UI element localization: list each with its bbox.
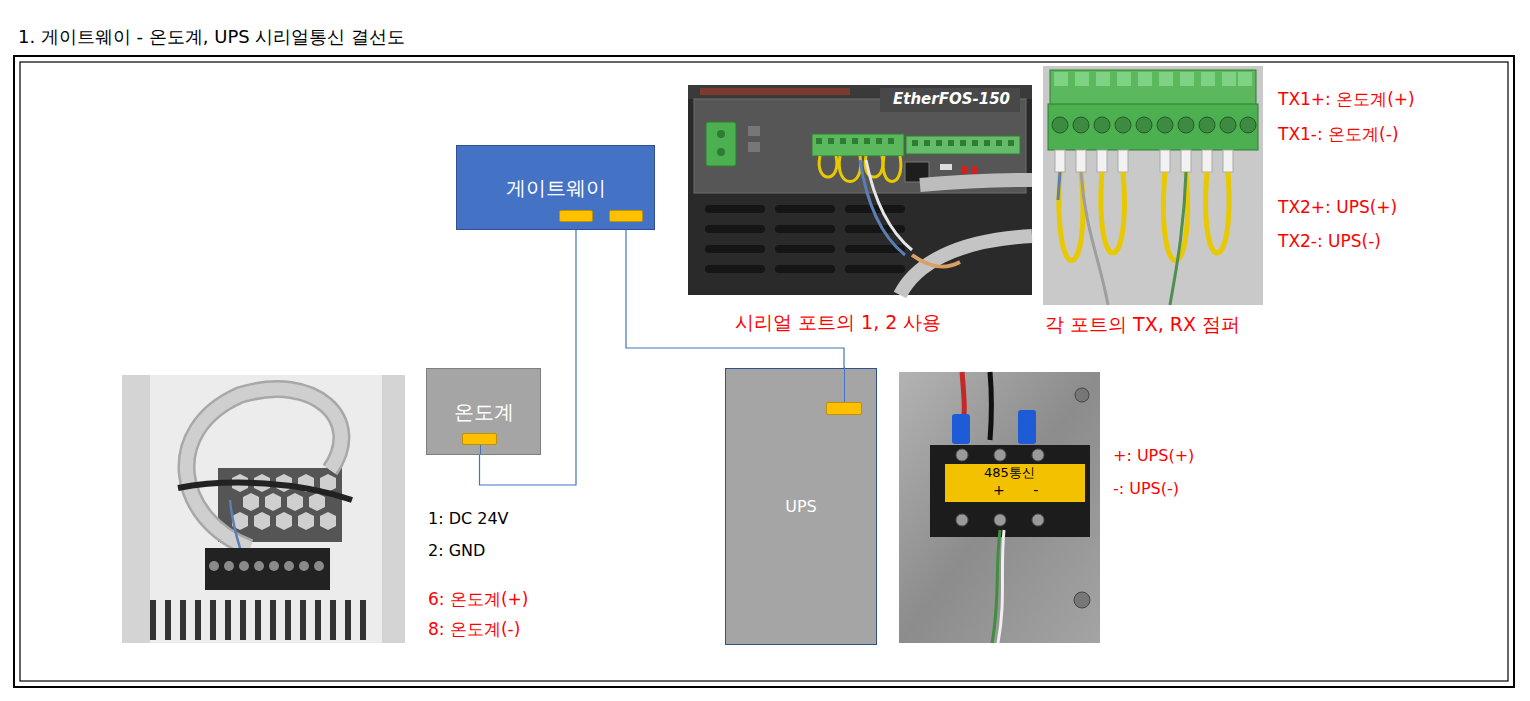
ups-terminal-photo xyxy=(899,372,1100,643)
serial-port xyxy=(609,210,643,222)
serial-port xyxy=(462,433,497,445)
pin-assignment: TX1+: 온도계(+) xyxy=(1278,89,1415,109)
port-wire xyxy=(480,444,481,454)
outer-frame xyxy=(14,56,1514,687)
pin-assignment: 2: GND xyxy=(428,541,485,560)
pin-assignment: TX2+: UPS(+) xyxy=(1278,197,1397,217)
serial-port xyxy=(559,210,593,222)
serial-port xyxy=(826,402,862,415)
pin-assignment: 1: DC 24V xyxy=(428,509,509,528)
port-wire xyxy=(576,221,577,229)
device-model: EtherFOS-150 xyxy=(893,90,1010,108)
node-label: 온도계 xyxy=(454,400,514,424)
node-label: UPS xyxy=(785,497,817,516)
pin-assignment: TX1-: 온도계(-) xyxy=(1278,124,1399,144)
terminal-photo xyxy=(1043,66,1263,305)
thermometer-box: 온도계 xyxy=(426,368,541,455)
ups-box: UPS xyxy=(725,368,877,645)
serial-line xyxy=(626,230,844,368)
diagram-title: 1. 게이트웨이 - 온도계, UPS 시리얼통신 결선도 xyxy=(18,26,405,48)
photo-caption: 각 포트의 TX, RX 점퍼 xyxy=(1045,313,1240,336)
terminal-tag: + - xyxy=(993,482,1050,499)
pin-assignment: 8: 온도계(-) xyxy=(428,619,520,639)
thermometer-photo xyxy=(122,375,405,643)
port-wire xyxy=(626,221,627,229)
photo-caption: 시리얼 포트의 1, 2 사용 xyxy=(735,311,941,334)
gateway-photo xyxy=(688,85,1032,295)
pin-assignment: TX2-: UPS(-) xyxy=(1278,231,1381,251)
pin-assignment: -: UPS(-) xyxy=(1113,479,1179,498)
terminal-tag: 485통신 xyxy=(984,465,1035,481)
inner-frame xyxy=(20,62,1508,681)
node-label: 게이트웨이 xyxy=(506,176,606,200)
pin-assignment: +: UPS(+) xyxy=(1113,446,1194,465)
pin-assignment: 6: 온도계(+) xyxy=(428,589,528,609)
port-wire xyxy=(844,367,845,403)
gateway-box: 게이트웨이 xyxy=(456,145,655,230)
